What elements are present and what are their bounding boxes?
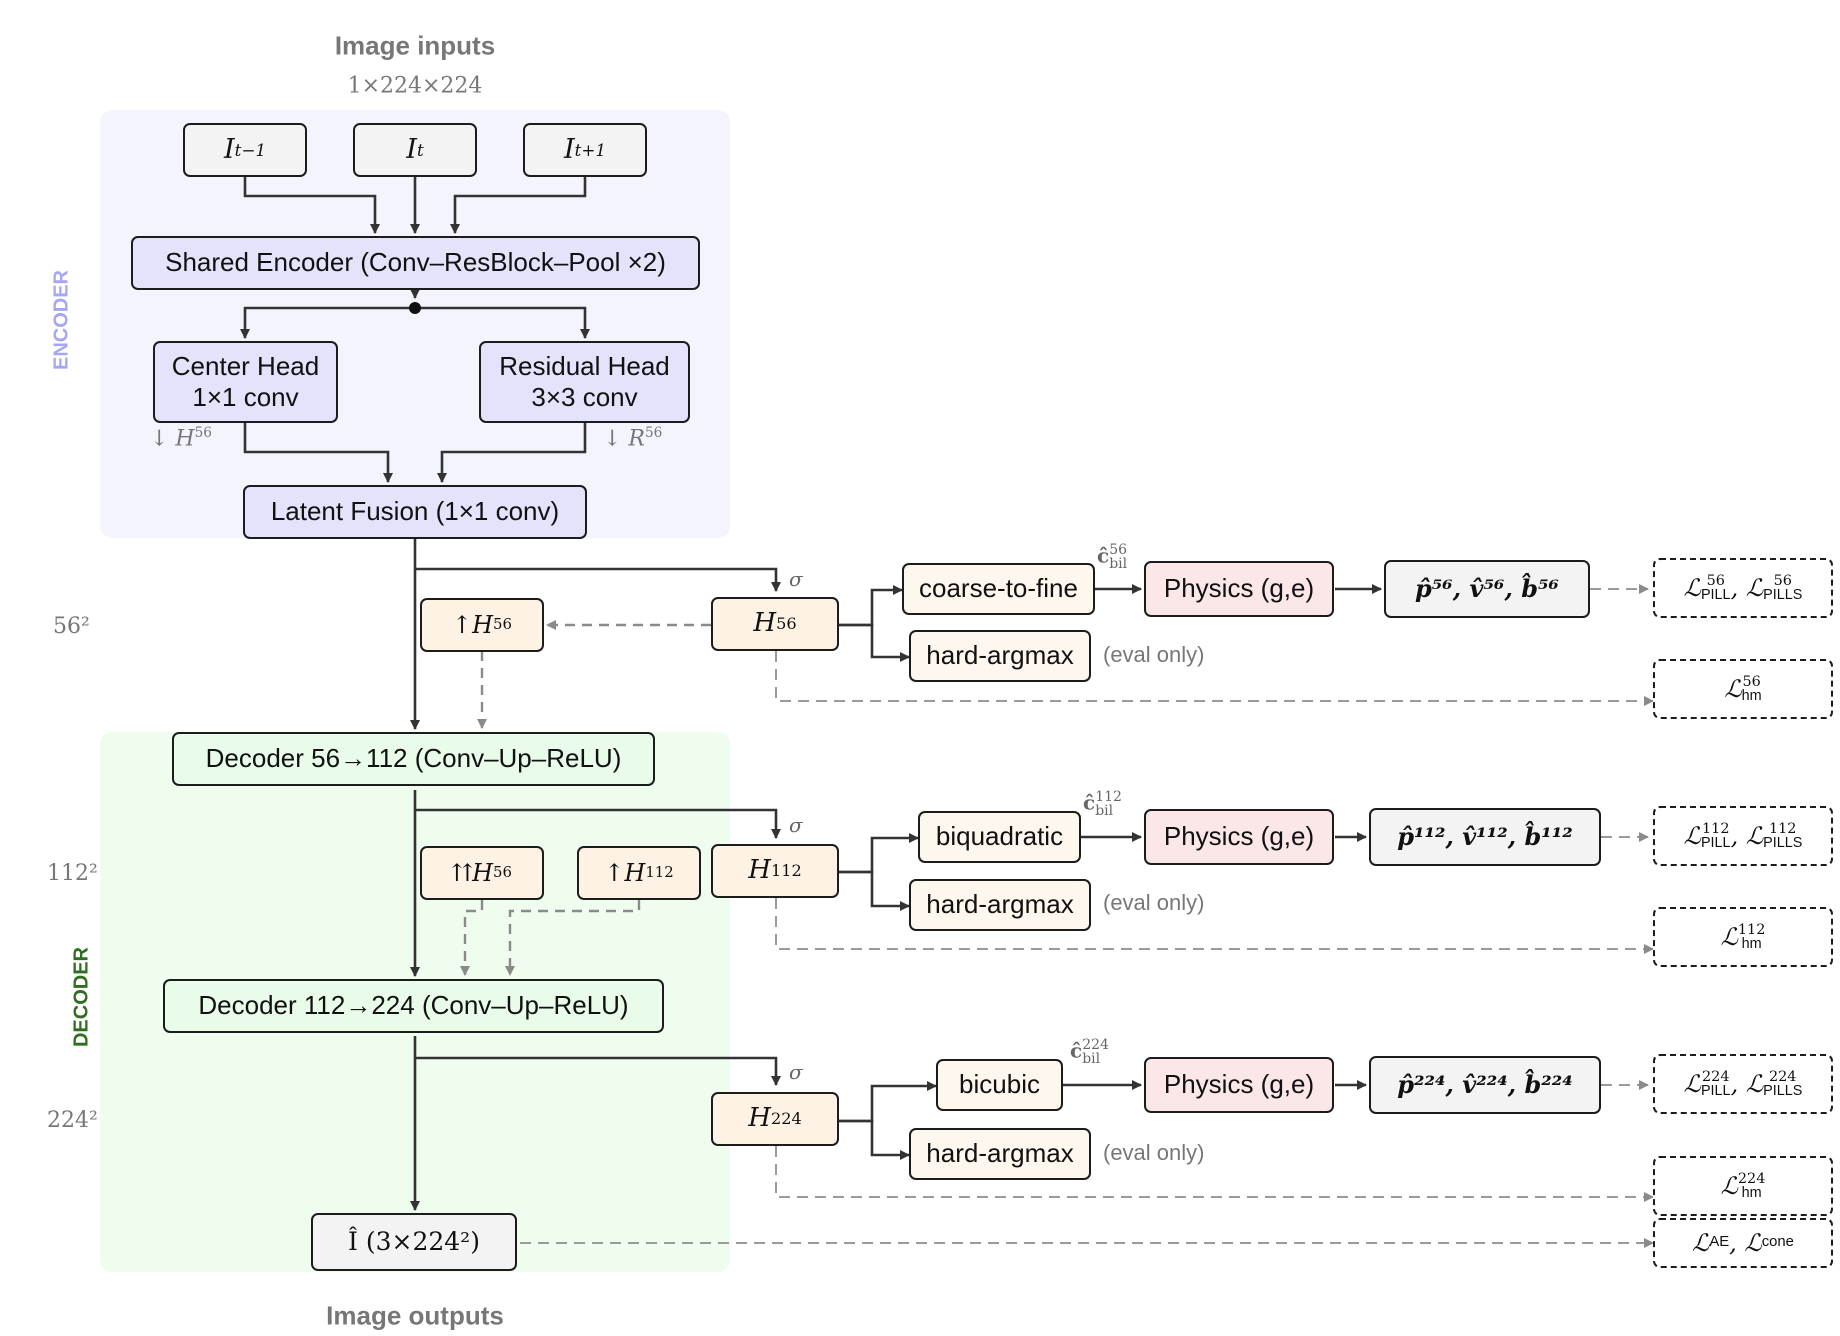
edge-decoder2-to-h224: [415, 1056, 781, 1086]
edge-upup56-to-decoder2: [460, 900, 484, 976]
sigma-label-56: σ: [789, 567, 803, 591]
reconstructed-output: Î (3×224²): [311, 1213, 517, 1271]
resolution-224: 224²: [47, 1108, 98, 1133]
edge-input-prev: [243, 177, 380, 234]
edge-to-residual-head: [415, 306, 590, 339]
biquadratic-refinement: biquadratic: [918, 811, 1081, 863]
physics-module-224: Physics (g,e): [1144, 1057, 1334, 1113]
bicubic-refinement: bicubic: [936, 1059, 1063, 1111]
decoder-56-112: Decoder 56→112 (Conv–Up–ReLU): [172, 732, 655, 786]
shared-encoder: Shared Encoder (Conv–ResBlock–Pool ×2): [131, 236, 700, 290]
hard-argmax-224: hard-argmax: [909, 1128, 1091, 1180]
sigma-label-224: σ: [789, 1060, 803, 1084]
sigma-label-112: σ: [789, 813, 803, 837]
edge-up112-to-decoder2: [505, 900, 641, 976]
edge-h112-to-biquadratic: [839, 833, 919, 874]
edge-h224-to-hm-loss: [775, 1146, 1654, 1202]
edge-center-to-fusion: [243, 423, 393, 483]
center-head-output-label: ↓ H56: [150, 425, 212, 452]
resolution-56: 56²: [53, 614, 90, 639]
edge-h56-to-argmax: [839, 623, 910, 662]
edge-residual-to-fusion: [437, 423, 587, 483]
edge-h56-to-c2f: [839, 585, 903, 627]
edge-h224-to-argmax: [839, 1119, 910, 1160]
hard-argmax-112: hard-argmax: [909, 879, 1091, 931]
edge-h56-to-hm-loss: [775, 651, 1654, 706]
image-outputs-title: Image outputs: [326, 1300, 504, 1331]
state-estimate-224: p̂²²⁴, v̂²²⁴, b̂²²⁴: [1369, 1056, 1601, 1114]
state-estimate-112: p̂¹¹², v̂¹¹², b̂¹¹²: [1369, 808, 1601, 866]
decoder-112-224: Decoder 112→224 (Conv–Up–ReLU): [163, 979, 664, 1033]
hard-argmax-56: hard-argmax: [909, 630, 1091, 682]
eval-only-note-224: (eval only): [1103, 1140, 1205, 1165]
latent-fusion: Latent Fusion (1×1 conv): [243, 485, 587, 539]
edge-decoder1-to-h112: [415, 808, 781, 839]
edge-h112-to-hm-loss: [775, 898, 1654, 954]
physics-module-112: Physics (g,e): [1144, 809, 1334, 865]
eval-only-note-112: (eval only): [1103, 890, 1205, 915]
resolution-112: 112²: [47, 861, 98, 886]
edge-fusion-to-h56: [415, 567, 781, 592]
edge-h224-to-bicubic: [839, 1081, 937, 1123]
edge-input-next: [450, 177, 587, 234]
state-estimate-56: p̂⁵⁶, v̂⁵⁶, b̂⁵⁶: [1384, 560, 1590, 618]
eval-only-note-56: (eval only): [1103, 642, 1205, 667]
residual-head-output-label: ↓ R56: [603, 425, 663, 452]
image-inputs-title: Image inputs: [334, 30, 496, 61]
coarse-to-fine-refinement: coarse-to-fine: [902, 563, 1095, 615]
physics-module-56: Physics (g,e): [1144, 561, 1334, 617]
edge-h112-to-argmax: [839, 870, 910, 911]
edge-to-center-head: [240, 306, 415, 339]
image-inputs-dims: 1×224×224: [347, 73, 483, 99]
split-junction: [409, 302, 421, 314]
